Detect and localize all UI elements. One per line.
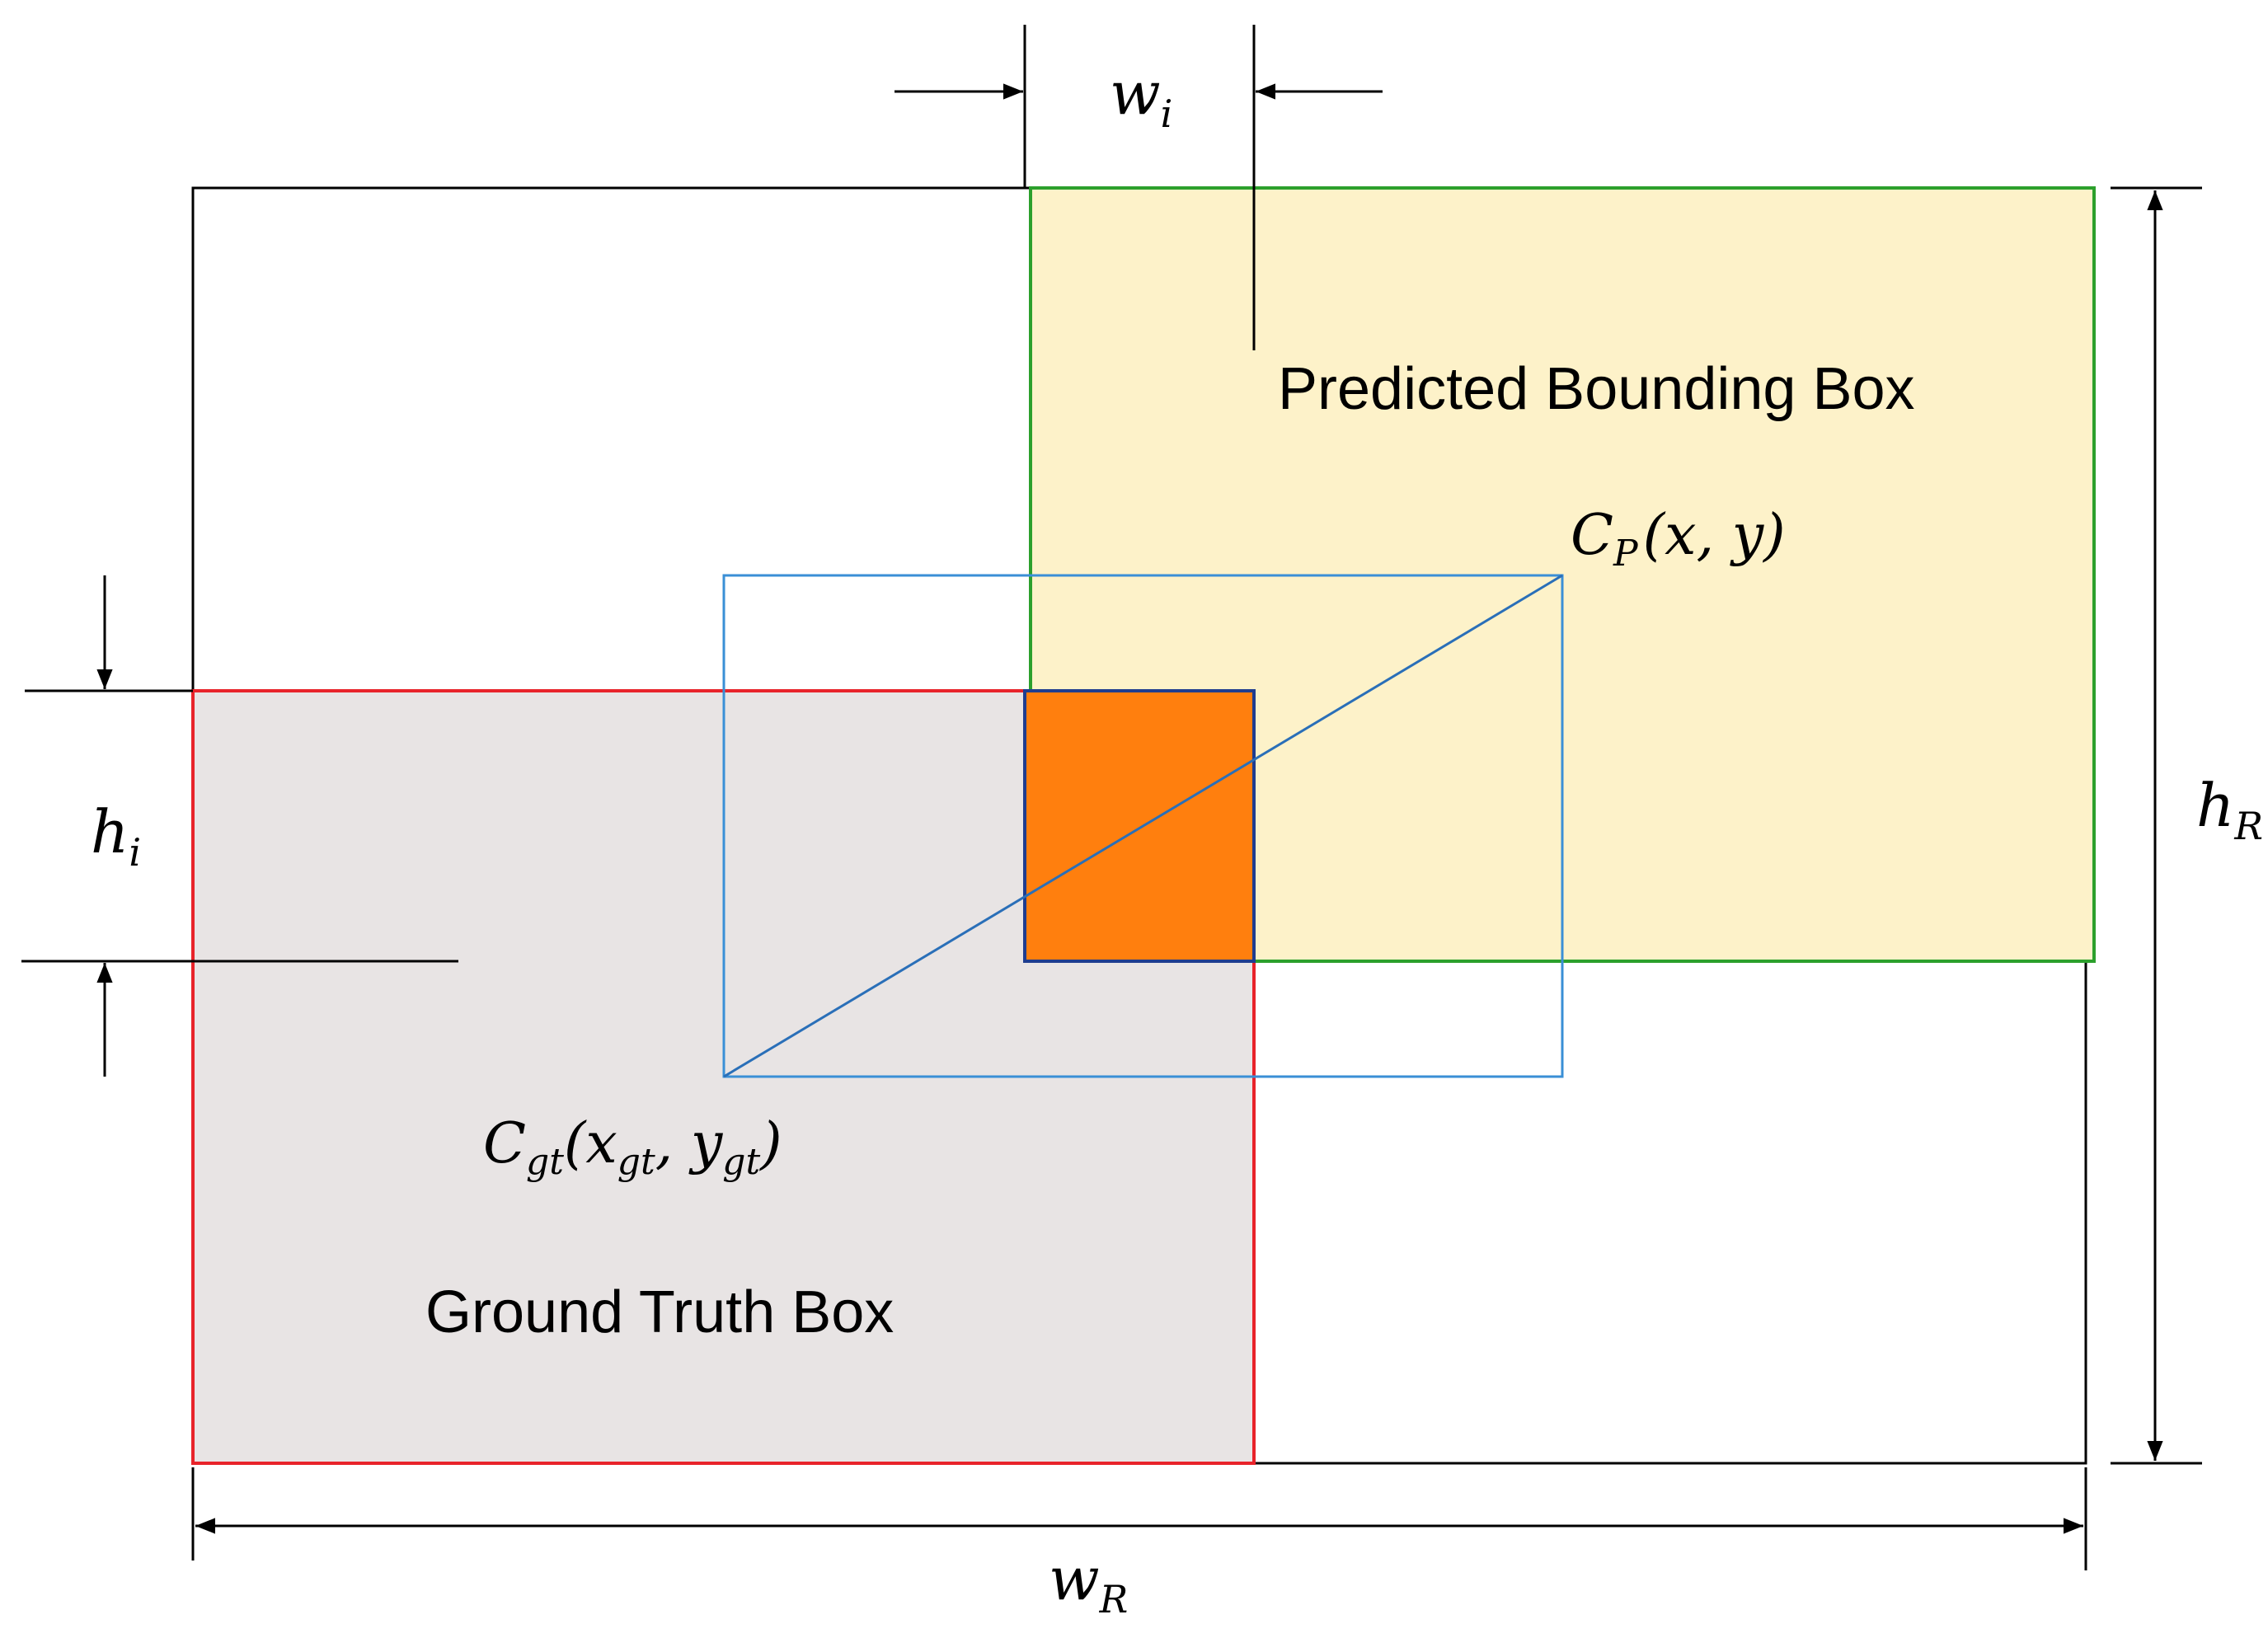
predicted-box-label: Predicted Bounding Box [1278, 356, 1915, 422]
wr-label: wR [1049, 1544, 1128, 1622]
center-diagonal [723, 574, 1563, 1078]
predicted-center-label: CP(x, y) [1571, 503, 1786, 575]
hi-label: hi [91, 797, 141, 875]
center-distance-box [722, 574, 1564, 1078]
wi-label: wi [1110, 59, 1172, 136]
intersection-box [1023, 689, 1256, 963]
ground-truth-box-label: Ground Truth Box [425, 1279, 894, 1345]
hr-label: hR [2196, 771, 2263, 848]
gt-center-label: Cgt(xgt, ygt) [483, 1111, 782, 1183]
